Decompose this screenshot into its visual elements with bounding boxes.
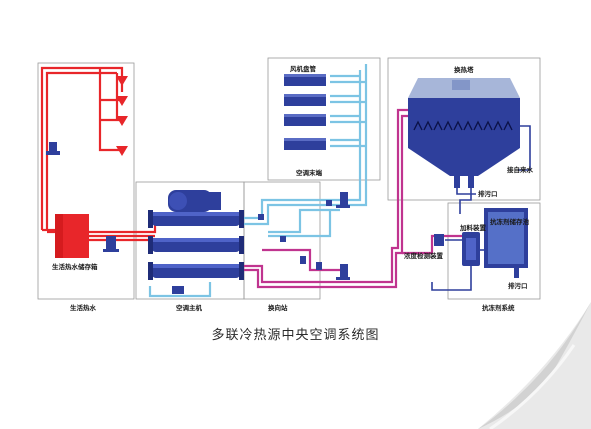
ac-terminal-box <box>267 57 381 181</box>
source-loop-piping <box>240 108 462 289</box>
pump-icon <box>336 264 350 280</box>
fan-coil-label: 风机盘管 <box>290 64 317 73</box>
antifreeze-tank-label: 抗冻剂储存池 <box>490 217 530 226</box>
antifreeze-system <box>434 208 528 278</box>
tap-water-label: 接自来水 <box>507 165 534 174</box>
antifreeze-system-label: 抗冻剂系统 <box>482 303 515 312</box>
dosing-device-label: 加料装置 <box>459 223 487 232</box>
valve-icon <box>316 262 322 270</box>
pump-icon <box>46 142 60 155</box>
ac-terminal-label: 空调末端 <box>296 168 323 177</box>
sprinkler-icon <box>116 96 128 106</box>
diagram-caption: 多联冷热源中央空调系统图 <box>211 328 380 343</box>
sprinkler-icon <box>116 116 128 126</box>
cool-water-piping <box>148 64 368 298</box>
pump-icon <box>172 286 184 294</box>
valve-icon <box>280 236 286 242</box>
valve-icon <box>300 256 306 264</box>
hot-water-storage-label: 生活热水储存箱 <box>52 262 98 271</box>
pump-icon <box>336 192 350 208</box>
sprinkler-icon <box>116 76 128 86</box>
cooling-tower-label: 换热塔 <box>454 65 474 74</box>
fan-coil-highlight <box>284 74 326 141</box>
exchange-station-label: 换向站 <box>268 303 288 312</box>
antifreeze-system-box <box>447 202 541 300</box>
valve-icon <box>326 200 332 206</box>
drain-label-1: 排污口 <box>478 189 498 198</box>
tower-piping <box>456 125 531 214</box>
ac-host-label: 空调主机 <box>176 303 203 312</box>
antifreeze-piping <box>431 239 484 291</box>
hot-water-storage-tank-shade <box>55 214 63 258</box>
sprinkler-icon <box>116 146 128 156</box>
domestic-hot-water-label: 生活热水 <box>70 303 97 312</box>
domestic-hot-water-box <box>37 62 135 300</box>
drain-label-2: 排污口 <box>508 281 528 290</box>
valve-icon <box>258 214 264 220</box>
tower-spray-arrows <box>413 120 513 131</box>
pump-icon <box>103 236 119 252</box>
cooling-tower <box>408 78 520 188</box>
sprinkler-group <box>116 76 128 156</box>
page-curl-icon <box>478 302 591 429</box>
concentration-device-label: 浓度检测装置 <box>404 251 444 260</box>
ac-host-unit <box>148 190 244 280</box>
valve-group <box>258 200 332 270</box>
